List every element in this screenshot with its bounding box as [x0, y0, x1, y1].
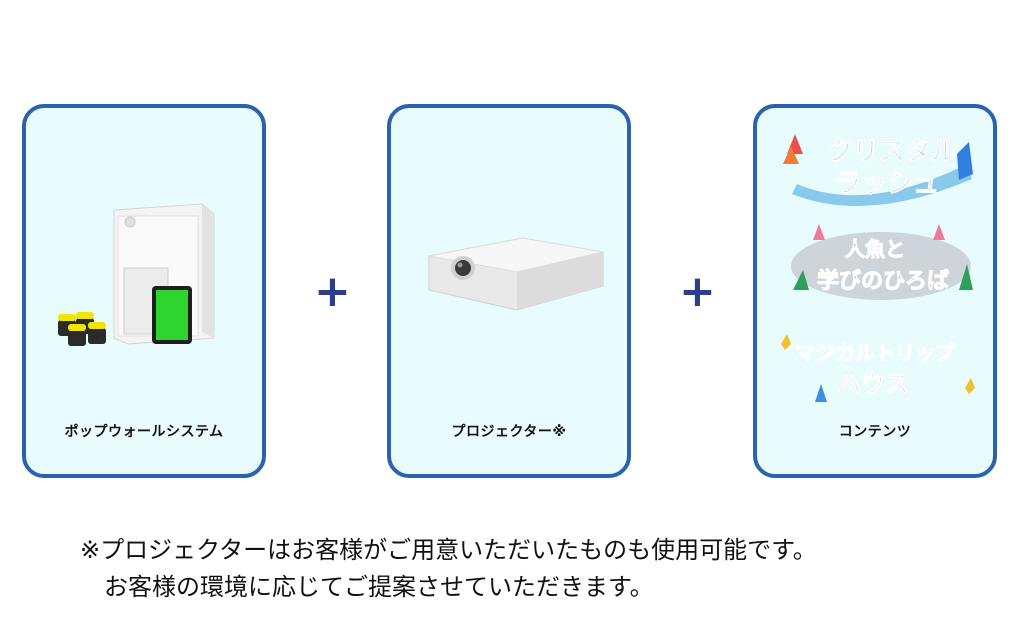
logo-line: ハウス [837, 370, 909, 398]
card-label: ポップウォールシステム [64, 424, 224, 440]
contents-card: クリスタル ラッシュ 人魚と 学びのひろば マジカルトリップ ハウス コンテンツ [753, 104, 997, 478]
projector-card: プロジェクター※ [387, 104, 631, 478]
footnote-line: お客様の環境に応じてご提案させていただきます。 [104, 573, 654, 601]
logo-line: ラッシュ [835, 169, 939, 199]
footnote-line: ※プロジェクターはお客様がご用意いただいたものも使用可能です。 [80, 536, 817, 564]
card-label: コンテンツ [838, 424, 912, 440]
crystal-rush-logo: クリスタル ラッシュ [783, 134, 973, 206]
magical-trip-house-logo: マジカルトリップ ハウス [781, 334, 975, 402]
logo-line: クリスタル [827, 137, 957, 167]
logo-line: 学びのひろば [817, 268, 949, 294]
logo-line: 人魚と [845, 237, 905, 261]
plus-operator: + [679, 266, 716, 317]
projector-icon [428, 237, 604, 311]
card-label: プロジェクター※ [451, 424, 567, 440]
system-card: ポップウォールシステム [22, 104, 266, 478]
plus-operator: + [314, 266, 351, 317]
mermaid-learning-logo: 人魚と 学びのひろば [791, 224, 973, 300]
pc-tower-tablet-buttons-icon [58, 203, 215, 346]
logo-line: マジカルトリップ [795, 341, 956, 365]
